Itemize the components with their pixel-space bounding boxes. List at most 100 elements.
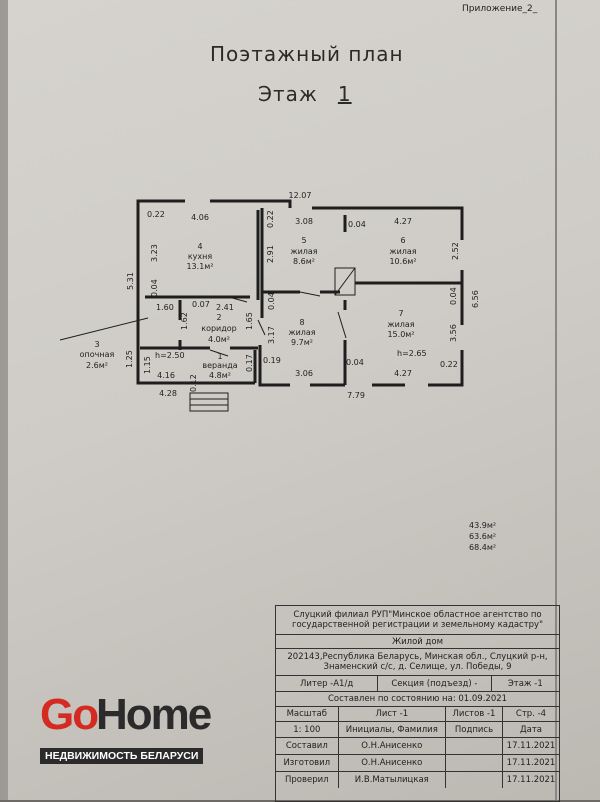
floor-field: Этаж -1 (507, 678, 543, 689)
room-name: жилая (288, 328, 315, 337)
dimension: 4.27 (394, 369, 412, 378)
room-name: жилая (290, 247, 317, 256)
state-date: Составлен по состоянию на: 01.09.2021 (276, 692, 559, 707)
watermark-home: Home (96, 690, 212, 739)
dimension: 3.08 (295, 217, 313, 226)
dimension: 0.04 (449, 287, 458, 305)
watermark-go: Go (40, 690, 99, 739)
signature-row: Изготовил О.Н.Анисенко 17.11.2021 (276, 755, 559, 772)
gohome-watermark: Go Home (40, 690, 240, 740)
room-number: 6 (400, 236, 405, 245)
signer-name: И.В.Матылицкая (339, 772, 446, 788)
room-area: 2.6м² (86, 361, 108, 370)
address: 202143,Республика Беларусь, Минская обл.… (276, 649, 559, 676)
room-number: 5 (301, 236, 306, 245)
dimension: h=2.50 (155, 351, 185, 360)
room-number: 1 (217, 352, 222, 361)
page-edge (555, 0, 557, 800)
room-number: 4 (197, 242, 202, 251)
room-labels: 4 кухня 13.1м² 5 жилая 8.6м² 6 жилая 10.… (80, 236, 417, 380)
dimensions: 12.07 0.22 4.06 3.08 0.22 0.04 4.27 3.23… (125, 191, 480, 400)
dimension: 1.65 (245, 312, 254, 330)
dimension: 2.52 (451, 242, 460, 260)
room-area: 13.1м² (186, 262, 213, 271)
room-number: 7 (398, 309, 403, 318)
dimension: 0.17 (245, 354, 254, 372)
dimension: 0.04 (267, 292, 276, 310)
section: Секция (подъезд) - (378, 676, 492, 691)
floor-label: Этаж (258, 82, 318, 106)
dimension: 0.04 (348, 220, 366, 229)
dimension: 3.06 (295, 369, 313, 378)
floor-number: 1 (337, 82, 352, 106)
room-name: кухня (188, 252, 213, 261)
floor-title: Этаж 1 (258, 82, 352, 106)
dimension: 0.19 (263, 356, 281, 365)
dimension: h=2.65 (397, 349, 427, 358)
dimension: 0.04 (150, 279, 159, 297)
room-area: 15.0м² (387, 330, 414, 339)
signature-row: Проверил И.В.Матылицкая 17.11.2021 (276, 772, 559, 788)
room-number: 3 (94, 340, 99, 349)
role: Изготовил (276, 755, 339, 771)
dimension: 0.07 (192, 300, 210, 309)
dimension: 3.23 (150, 244, 159, 262)
liter: Литер -А1/д (276, 676, 379, 691)
sheets: Листов -1 (446, 707, 503, 721)
dimension: 1.62 (180, 312, 189, 330)
dimension: 1.25 (125, 350, 134, 368)
initials-header: Инициалы, Фамилия (339, 722, 446, 737)
dimension: 4.06 (191, 213, 209, 222)
dimension: 0.22 (266, 210, 275, 228)
sign-date: 17.11.2021 (506, 775, 556, 785)
dimension: 4.16 (157, 371, 175, 380)
sheet: Лист -1 (339, 707, 446, 721)
role: Проверил (276, 772, 339, 788)
room-name: жилая (389, 247, 416, 256)
role: Составил (276, 738, 339, 754)
dimension: 4.27 (394, 217, 412, 226)
appendix-label: Приложение_2_ (462, 4, 538, 14)
scale-label: Масштаб (276, 707, 339, 721)
watermark-tagline: НЕДВИЖИМОСТЬ БЕЛАРУСИ (40, 748, 204, 764)
date-header: Дата (519, 724, 542, 735)
sign-date: 17.11.2021 (506, 741, 556, 751)
document-page (8, 0, 600, 800)
total-area: 63.6м² (469, 532, 497, 541)
room-area: 4.8м² (209, 371, 231, 380)
dimension: 1.15 (143, 356, 152, 374)
doors-and-fixtures (59, 267, 356, 412)
dimension: 6.56 (471, 290, 480, 308)
dimension: 5.31 (126, 272, 135, 290)
signature-row: Составил О.Н.Анисенко 17.11.2021 (276, 738, 559, 755)
scale: 1: 100 (276, 722, 339, 737)
page-title: Поэтажный план (210, 42, 404, 66)
total-gross-area: 68.4м² (469, 543, 497, 552)
object-name: Жилой дом (276, 635, 559, 649)
room-name: жилая (387, 320, 414, 329)
dimension: 12.07 (289, 191, 312, 200)
dimension: 0.22 (440, 360, 458, 369)
dimension: 2.91 (266, 245, 275, 263)
dimension: 2.41 (216, 303, 234, 312)
dimension: 4.28 (159, 389, 177, 398)
sign-date: 17.11.2021 (506, 758, 556, 768)
dimension: 3.17 (267, 326, 276, 344)
room-area: 9.7м² (291, 338, 313, 347)
walls (136, 199, 464, 387)
room-number: 8 (299, 318, 304, 327)
title-block: Слуцкий филиал РУП"Минское областное аге… (275, 605, 560, 802)
signer-name: О.Н.Анисенко (339, 755, 446, 771)
room-area: 4.0м² (208, 335, 230, 344)
room-name: опочная (80, 350, 115, 359)
sign-header: Подпись (446, 722, 503, 737)
dimension: 0.04 (346, 358, 364, 367)
room-name: веранда (202, 361, 237, 370)
dimension: 7.79 (347, 391, 365, 400)
total-living-area: 43.9м² (469, 521, 497, 530)
room-name: коридор (201, 324, 237, 333)
org-name: Слуцкий филиал РУП"Минское областное аге… (276, 606, 559, 635)
page: Стр. -4 (515, 709, 547, 719)
dimension: 0.22 (147, 210, 165, 219)
